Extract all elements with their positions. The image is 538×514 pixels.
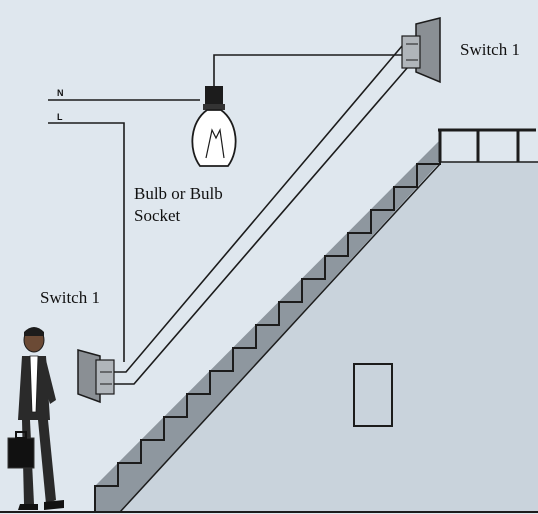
switch-top-box xyxy=(401,17,441,84)
switch-top-label: Switch 1 xyxy=(460,40,520,59)
bulb-glass xyxy=(191,109,237,167)
switch-bottom-label: Switch 1 xyxy=(40,288,100,307)
stair-underside-line xyxy=(119,163,441,513)
staircase xyxy=(94,140,441,512)
live-wire-label: L xyxy=(57,112,63,122)
wall-window xyxy=(353,363,393,427)
bulb-label-line1: Bulb or Bulb xyxy=(134,184,223,203)
neutral-wire-label: N xyxy=(57,88,64,98)
person-with-briefcase xyxy=(7,327,64,510)
switch-bottom-box xyxy=(77,349,115,404)
landing-railing xyxy=(438,128,536,162)
supply-wires xyxy=(48,99,200,362)
bulb-socket xyxy=(191,86,237,167)
bulb-label-line2: Socket xyxy=(134,206,181,225)
briefcase xyxy=(7,437,35,469)
wall-under-stairs xyxy=(95,162,538,512)
